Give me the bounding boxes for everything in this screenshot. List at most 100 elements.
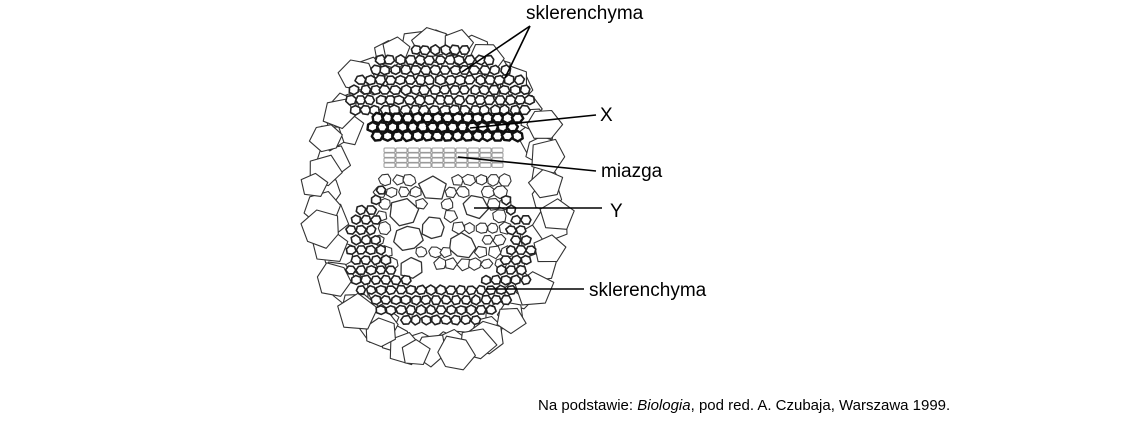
- parenchyma-cell: [473, 245, 488, 259]
- sclerenchyma-cell: [365, 205, 378, 215]
- sclerenchyma-cell: [475, 304, 487, 315]
- sclerenchyma-cell: [369, 64, 382, 76]
- sclerenchyma-cell: [375, 265, 387, 275]
- sclerenchyma-cell: [468, 65, 481, 76]
- sclerenchyma-cell: [478, 65, 492, 76]
- sclerenchyma-cell: [515, 225, 527, 236]
- phloem-cell: [383, 162, 396, 168]
- phloem-cell: [383, 152, 396, 158]
- sclerenchyma-cell: [439, 314, 453, 325]
- parenchyma-cell: [377, 221, 392, 236]
- sclerenchyma-cell: [475, 284, 487, 296]
- parenchyma-cell: [480, 258, 494, 270]
- sclerenchyma-cell: [455, 284, 467, 296]
- sclerenchyma-cell: [379, 64, 391, 76]
- sclerenchyma-cell: [505, 245, 517, 256]
- sclerenchyma-cell: [375, 244, 387, 256]
- parenchyma-cell: [409, 185, 422, 198]
- parenchyma-cell: [444, 257, 458, 270]
- parenchyma-cell: [475, 222, 489, 234]
- parenchyma-cell: [488, 245, 502, 260]
- leader-miazga: [457, 156, 597, 172]
- parenchyma-cell: [439, 246, 452, 259]
- phloem-cell: [479, 147, 492, 153]
- sclerenchyma-cell: [487, 84, 500, 96]
- sclerenchyma-cell: [510, 214, 522, 225]
- sclerenchyma-cell: [499, 255, 513, 266]
- parenchyma-cell: [487, 174, 500, 187]
- phloem-cell: [383, 157, 396, 163]
- parenchyma-cell: [480, 185, 496, 199]
- parenchyma-cell: [533, 234, 567, 263]
- parenchyma-cell: [487, 222, 499, 234]
- xylem-cell: [366, 120, 379, 134]
- sclerenchyma-cell: [513, 74, 526, 86]
- parenchyma-cell: [455, 186, 470, 199]
- sclerenchyma-cell: [400, 64, 412, 75]
- leader-lines: [457, 25, 602, 290]
- sclerenchyma-cell: [450, 314, 462, 326]
- sclerenchyma-cell: [344, 265, 357, 275]
- sclerenchyma-cell: [388, 85, 402, 96]
- phloem-cell: [395, 157, 408, 163]
- sclerenchyma-cell: [505, 284, 518, 296]
- label-x: X: [600, 105, 613, 126]
- sclerenchyma-cell: [440, 294, 453, 305]
- xylem-cell: [376, 121, 389, 133]
- sclerenchyma-cell: [514, 244, 528, 255]
- sclerenchyma-cell: [494, 95, 506, 106]
- sclerenchyma-cell: [400, 294, 412, 306]
- sclerenchyma-cell: [390, 64, 401, 76]
- sclerenchyma-cell: [379, 274, 392, 286]
- sclerenchyma-cell: [470, 84, 481, 96]
- sclerenchyma-cell: [399, 314, 413, 326]
- caption-suffix: , pod red. A. Czubaja, Warszawa 1999.: [690, 397, 951, 414]
- sclerenchyma-cell: [418, 84, 431, 96]
- leader-sklerenchyma-top-b: [504, 25, 531, 79]
- phloem-cell: [419, 152, 432, 158]
- parenchyma-cell: [492, 233, 507, 247]
- sclerenchyma-cell: [460, 295, 472, 306]
- sclerenchyma-cell: [404, 74, 417, 85]
- sclerenchyma-cell: [423, 94, 436, 106]
- sclerenchyma-cell: [374, 74, 387, 86]
- sclerenchyma-cell: [355, 224, 367, 236]
- phloem-cell: [395, 162, 408, 168]
- parenchyma-cell: [316, 262, 352, 297]
- sclerenchyma-cell: [350, 214, 362, 225]
- sclerenchyma-cell: [465, 304, 477, 316]
- sclerenchyma-cell: [519, 215, 532, 225]
- sclerenchyma-cell: [520, 254, 532, 266]
- parenchyma-cell: [300, 209, 339, 249]
- sclerenchyma-cell: [365, 264, 377, 276]
- label-sklerenchyma-top: sklerenchyma: [526, 3, 644, 24]
- sclerenchyma-cell: [450, 294, 462, 306]
- large-cell: [421, 216, 445, 240]
- parenchyma-cell: [451, 221, 466, 235]
- sclerenchyma-cell: [449, 84, 461, 95]
- sclerenchyma-cell: [425, 284, 437, 296]
- parenchyma-cell: [443, 209, 459, 224]
- sclerenchyma-cell: [395, 284, 408, 295]
- sclerenchyma-cell: [470, 294, 482, 306]
- sclerenchyma-cell: [435, 284, 447, 296]
- sclerenchyma-cell: [364, 74, 377, 86]
- sclerenchyma-cell: [475, 74, 486, 86]
- phloem-cell: [419, 147, 432, 153]
- sclerenchyma-cell: [384, 75, 397, 86]
- sclerenchyma-cell: [429, 64, 442, 76]
- label-miazga: miazga: [601, 161, 663, 182]
- leader-sklerenchyma-top-a: [461, 25, 531, 73]
- sclerenchyma-cell: [360, 84, 372, 95]
- sclerenchyma-cell: [425, 304, 437, 316]
- sclerenchyma-cell: [488, 64, 501, 76]
- sclerenchyma-cell: [483, 94, 496, 106]
- sclerenchyma-cell: [504, 225, 518, 236]
- cell-tissue: [300, 27, 575, 371]
- xylem-cell: [510, 112, 525, 124]
- sclerenchyma-cell: [370, 294, 382, 306]
- xylem-cell: [440, 112, 455, 124]
- parenchyma-cell: [475, 174, 488, 186]
- sclerenchyma-cell: [355, 204, 367, 216]
- sclerenchyma-cell: [430, 314, 442, 326]
